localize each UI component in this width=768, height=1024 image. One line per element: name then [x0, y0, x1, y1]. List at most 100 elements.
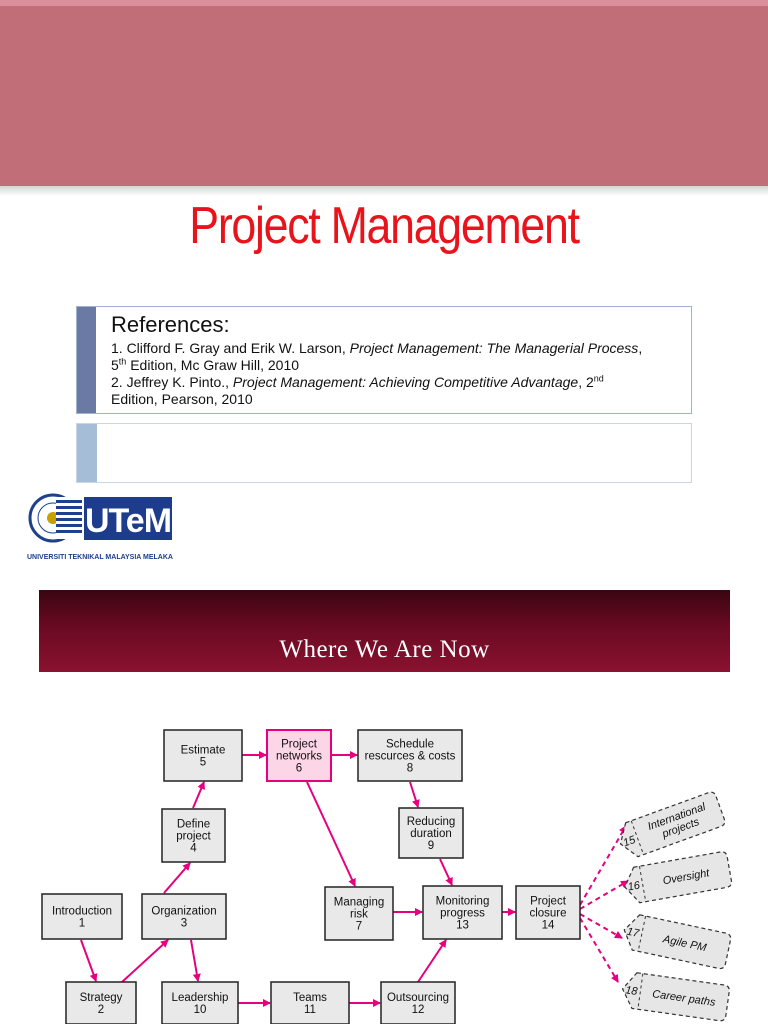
- page-title: Project Management: [189, 197, 580, 255]
- node-number: 14: [542, 920, 555, 932]
- node-label: Organization: [151, 906, 216, 918]
- future-topic-arrow: [579, 913, 623, 939]
- future-topic-number: 17: [626, 926, 641, 940]
- flow-arrow: [306, 781, 356, 887]
- header-band: [0, 0, 768, 186]
- flow-arrow: [190, 939, 201, 982]
- node-label: Reducing: [407, 816, 456, 828]
- node-number: 13: [456, 920, 469, 932]
- future-topic-tag: [623, 914, 732, 970]
- node-number: 7: [356, 921, 362, 933]
- future-topic-tag: [624, 851, 733, 904]
- flow-arrow: [121, 939, 169, 983]
- node-number: 6: [296, 763, 302, 775]
- node-label: project: [176, 831, 211, 843]
- references-box: References: 1. Clifford F. Gray and Erik…: [76, 306, 692, 414]
- node-label: risk: [350, 909, 368, 921]
- node-number: 10: [194, 1004, 207, 1016]
- node-box: [422, 885, 503, 940]
- node-label: Project: [281, 739, 318, 751]
- node-box: [380, 981, 456, 1024]
- node-box: [65, 981, 137, 1024]
- node-box: [515, 885, 581, 940]
- node-number: 4: [190, 843, 197, 855]
- node-label: Estimate: [181, 745, 226, 757]
- references-accent-bar: [77, 307, 96, 413]
- future-topic-arrow: [579, 825, 627, 906]
- flow-arrow: [417, 939, 447, 983]
- node-number: 5: [200, 757, 206, 769]
- node-number: 1: [79, 918, 85, 930]
- node-label: duration: [410, 828, 452, 840]
- flow-arrow: [80, 939, 98, 982]
- reference-1: 1. Clifford F. Gray and Erik W. Larson, …: [111, 340, 643, 373]
- utem-logo: UTeM UNIVERSITI TEKNIKAL MALAYSIA MELAKA: [27, 493, 173, 561]
- node-number: 8: [407, 763, 413, 775]
- node-label: progress: [440, 908, 485, 920]
- future-topic-arrow: [579, 917, 619, 983]
- node-label: Schedule: [386, 739, 434, 751]
- future-topic-tag: [619, 791, 726, 858]
- node-box: [163, 729, 243, 782]
- node-label: Teams: [293, 992, 327, 1004]
- reference-2: 2. Jeffrey K. Pinto., Project Management…: [111, 373, 604, 407]
- node-number: 11: [304, 1004, 316, 1016]
- node-box: [41, 893, 123, 940]
- node-box: [161, 981, 239, 1024]
- node-box: [398, 807, 464, 859]
- header-band-highlight: [0, 0, 768, 6]
- node-box: [324, 886, 394, 941]
- future-topic-arrow: [579, 880, 629, 910]
- flow-arrow: [409, 781, 420, 808]
- node-label: rescurces & costs: [365, 751, 456, 763]
- header-band-shadow: [0, 186, 768, 196]
- node-label: Define: [177, 819, 210, 831]
- node-label: Monitoring: [436, 896, 490, 908]
- node-label: Introduction: [52, 906, 112, 918]
- node-number: 3: [181, 918, 187, 930]
- future-topic-number: 15: [621, 834, 637, 850]
- node-number: 12: [412, 1004, 425, 1016]
- node-label: networks: [276, 751, 322, 763]
- logo-tagline: UNIVERSITI TEKNIKAL MALAYSIA MELAKA: [27, 554, 173, 561]
- banner-title: Where We Are Now: [279, 636, 490, 663]
- node-box: [141, 893, 227, 940]
- references-heading: References:: [111, 312, 230, 337]
- flow-arrow: [439, 858, 453, 886]
- future-topic-tag: [621, 972, 730, 1022]
- node-box: [266, 729, 332, 782]
- node-box: [357, 729, 463, 782]
- node-number: 9: [428, 840, 434, 852]
- empty-box-accent-bar: [77, 424, 97, 482]
- node-label: Leadership: [172, 992, 229, 1004]
- node-box: [270, 981, 350, 1024]
- empty-content-box: [76, 423, 692, 483]
- flow-arrow: [163, 862, 191, 894]
- node-box: [161, 808, 226, 863]
- node-label: closure: [529, 908, 566, 920]
- section-banner: Where We Are Now: [39, 590, 730, 672]
- node-number: 2: [98, 1004, 104, 1016]
- future-topic-number: 16: [627, 879, 642, 893]
- node-label: Strategy: [80, 992, 123, 1004]
- flow-arrow: [192, 781, 205, 809]
- references-content: References: 1. Clifford F. Gray and Erik…: [111, 311, 686, 408]
- future-topic-number: 18: [624, 984, 639, 998]
